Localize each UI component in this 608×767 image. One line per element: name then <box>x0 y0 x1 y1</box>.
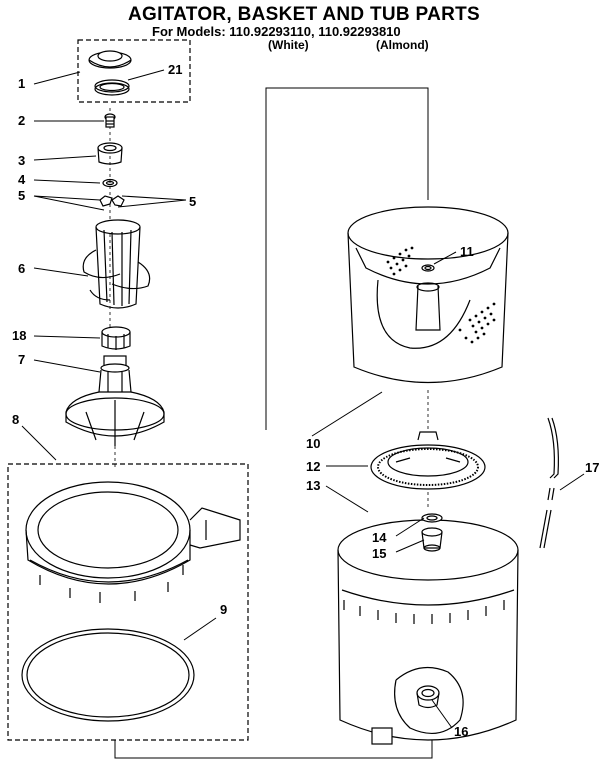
callout-6: 6 <box>18 261 26 276</box>
callout-1: 1 <box>18 76 26 91</box>
callout-17: 17 <box>585 460 600 475</box>
part-9-ring <box>21 628 195 722</box>
callout-12: 12 <box>306 459 321 474</box>
leader-lines <box>21 69 585 729</box>
part-6-agitator <box>82 219 151 309</box>
color-almond-label: (Almond) <box>376 38 429 52</box>
callout-10: 10 <box>306 436 321 451</box>
part-4-washer <box>102 178 118 188</box>
callout-5-left: 5 <box>18 188 26 203</box>
callout-5-right: 5 <box>189 194 197 209</box>
callout-21: 21 <box>168 62 183 77</box>
callout-3: 3 <box>18 153 26 168</box>
callout-7: 7 <box>18 352 26 367</box>
cap-group-box <box>77 39 191 103</box>
part-1-agitator-cap <box>88 50 132 69</box>
part-21-cap-seal <box>94 79 130 96</box>
part-2-bolt <box>104 113 116 128</box>
part-17-hose <box>539 417 559 549</box>
assembly-link-line-top <box>265 87 429 430</box>
part-18-spline <box>101 326 131 350</box>
part-8-tub-ring <box>25 481 241 603</box>
tub-ring-group-box <box>7 463 249 741</box>
callout-8: 8 <box>12 412 20 427</box>
assembly-link-line <box>114 740 433 759</box>
callout-16: 16 <box>454 724 469 739</box>
part-3-cam <box>97 142 123 165</box>
basket-perforations <box>386 246 496 344</box>
callout-13: 13 <box>306 478 321 493</box>
part-14-seal <box>421 513 443 523</box>
part-16-fitting <box>416 685 440 709</box>
part-5-dogs <box>99 195 125 207</box>
part-12-hub <box>370 431 486 490</box>
callout-14: 14 <box>372 530 387 545</box>
diagram-title: AGITATOR, BASKET AND TUB PARTS <box>127 4 481 25</box>
part-7-agitator-base <box>65 355 165 446</box>
callout-2: 2 <box>18 113 26 128</box>
callout-4: 4 <box>18 172 26 187</box>
part-10-basket <box>347 206 509 384</box>
callout-11: 11 <box>460 244 474 259</box>
callout-18: 18 <box>12 328 27 343</box>
model-numbers: For Models: 110.92293110, 110.92293810 <box>152 24 401 39</box>
callout-15: 15 <box>372 546 387 561</box>
part-13-outer-tub <box>337 519 519 745</box>
color-white-label: (White) <box>268 38 309 52</box>
callout-9: 9 <box>220 602 228 617</box>
